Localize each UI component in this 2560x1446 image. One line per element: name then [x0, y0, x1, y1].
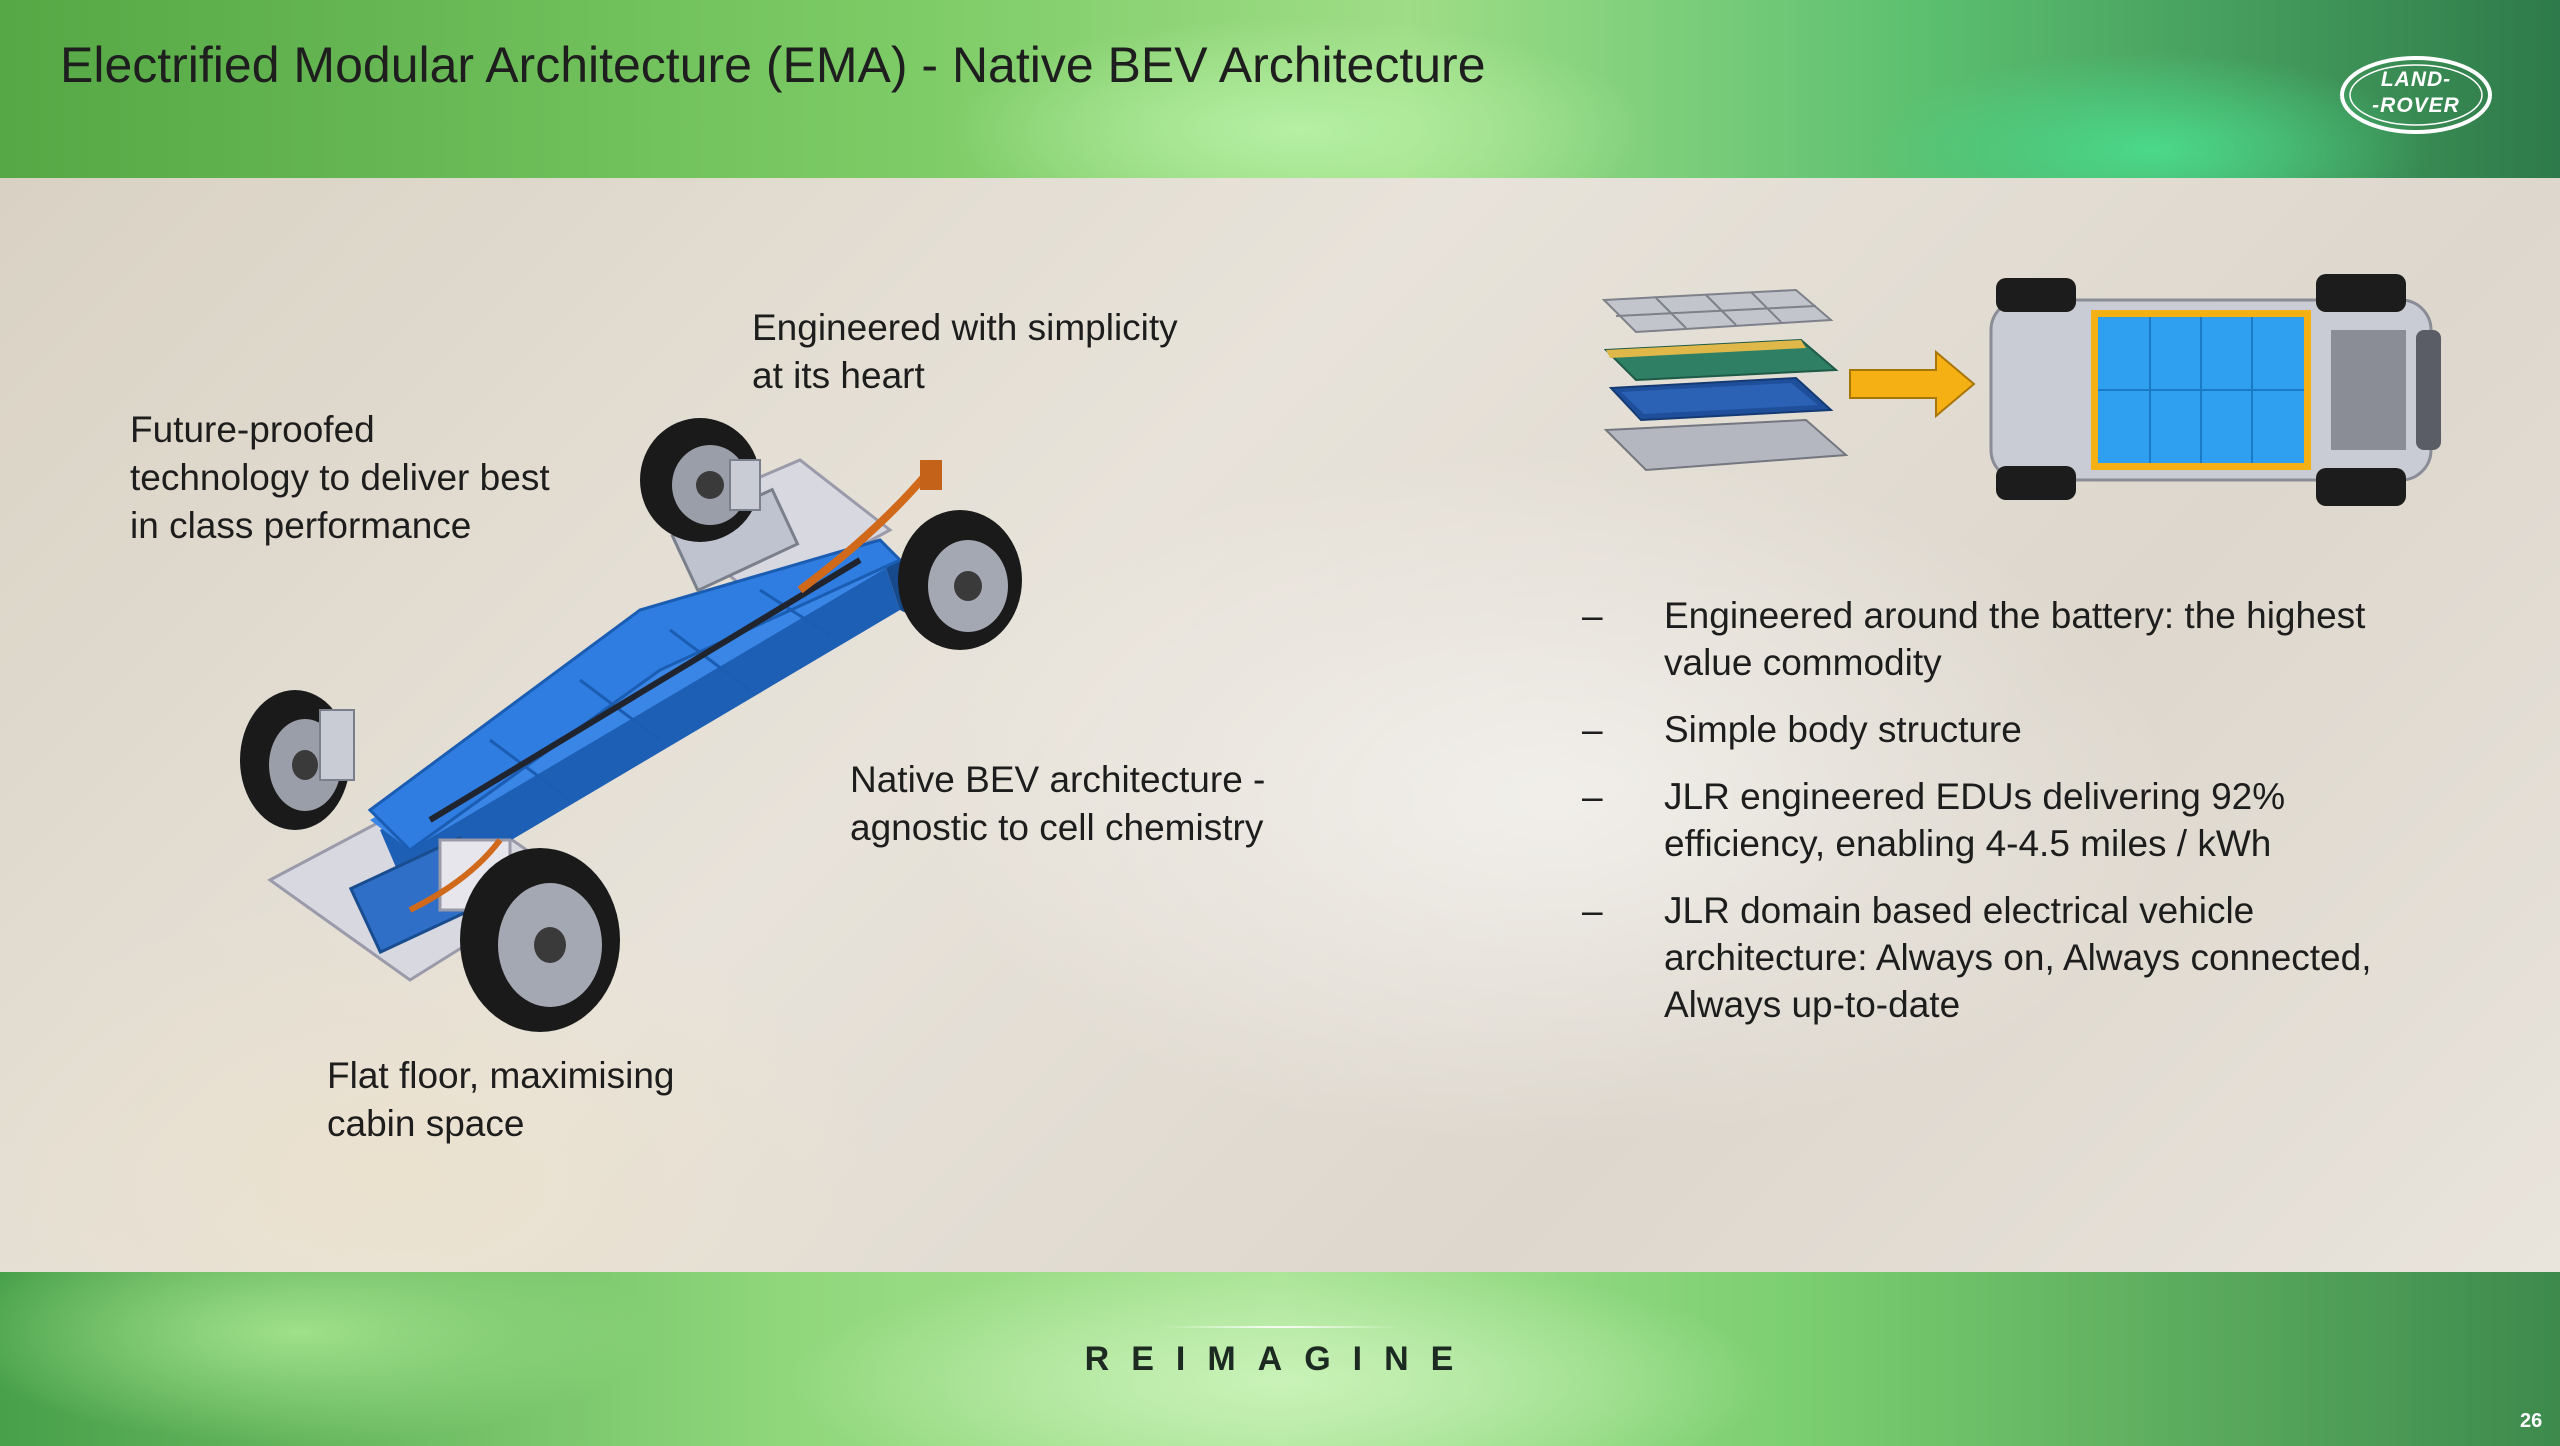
label-future-line1: Future-proofed [130, 409, 375, 450]
bullet-line: efficiency, enabling 4-4.5 miles / kWh [1664, 823, 2272, 864]
logo-text-line2: -ROVER [2372, 94, 2460, 117]
label-simplicity-line1: Engineered with simplicity [752, 307, 1178, 348]
rear-right-wheel-icon [460, 848, 620, 1032]
label-future-line3: in class performance [130, 505, 472, 546]
label-flat-line1: Flat floor, maximising [327, 1055, 675, 1096]
bullet-line: Simple body structure [1664, 709, 2022, 750]
bullet-line: architecture: Always on, Always connecte… [1664, 937, 2372, 978]
chassis-top-view-icon [1989, 274, 2441, 506]
bullet-line: value commodity [1664, 642, 1942, 683]
bullet-dash: – [1582, 890, 1603, 931]
bullet-line: JLR engineered EDUs delivering 92% [1664, 776, 2286, 817]
battery-module-stack-icon [1601, 288, 1849, 472]
logo-text-line1: LAND- [2380, 68, 2452, 91]
label-simplicity-line2: at its heart [752, 355, 925, 396]
bullet-item: – JLR domain based electrical vehicle ar… [1582, 887, 2462, 1028]
bullet-line: Engineered around the battery: the highe… [1664, 595, 2366, 636]
label-simplicity: Engineered with simplicity at its heart [752, 304, 1178, 400]
bullet-item: – Engineered around the battery: the hig… [1582, 592, 2462, 686]
label-native-bev: Native BEV architecture - agnostic to ce… [850, 756, 1265, 852]
bullet-line: JLR domain based electrical vehicle [1664, 890, 2255, 931]
footer-tagline: REIMAGINE [1084, 1340, 1476, 1378]
bullet-dash: – [1582, 709, 1603, 750]
label-future-proofed: Future-proofed technology to deliver bes… [130, 406, 550, 550]
label-native-line1: Native BEV architecture - [850, 759, 1266, 800]
page-number: 26 [2520, 1410, 2543, 1432]
bullet-item: – JLR engineered EDUs delivering 92% eff… [1582, 773, 2462, 867]
battery-to-chassis-diagram [1596, 270, 2456, 510]
arrow-right-icon [1849, 349, 1976, 419]
footer-band [0, 1272, 2560, 1446]
header-band [0, 0, 2560, 178]
feature-bullet-list: – Engineered around the battery: the hig… [1582, 592, 2462, 1048]
bullet-dash: – [1582, 776, 1603, 817]
ema-platform-illustration [240, 410, 1060, 1050]
front-right-wheel-icon [898, 510, 1022, 650]
label-flat-line2: cabin space [327, 1103, 525, 1144]
label-future-line2: technology to deliver best [130, 457, 550, 498]
bullet-dash: – [1582, 595, 1603, 636]
slide-title: Electrified Modular Architecture (EMA) -… [60, 37, 1486, 93]
land-rover-logo: LAND- -ROVER [2338, 54, 2494, 136]
label-native-line2: agnostic to cell chemistry [850, 807, 1264, 848]
bullet-item: – Simple body structure [1582, 706, 2462, 753]
label-flat-floor: Flat floor, maximising cabin space [327, 1052, 675, 1148]
footer-highlight-line [1160, 1326, 1400, 1328]
bullet-line: Always up-to-date [1664, 984, 1961, 1025]
